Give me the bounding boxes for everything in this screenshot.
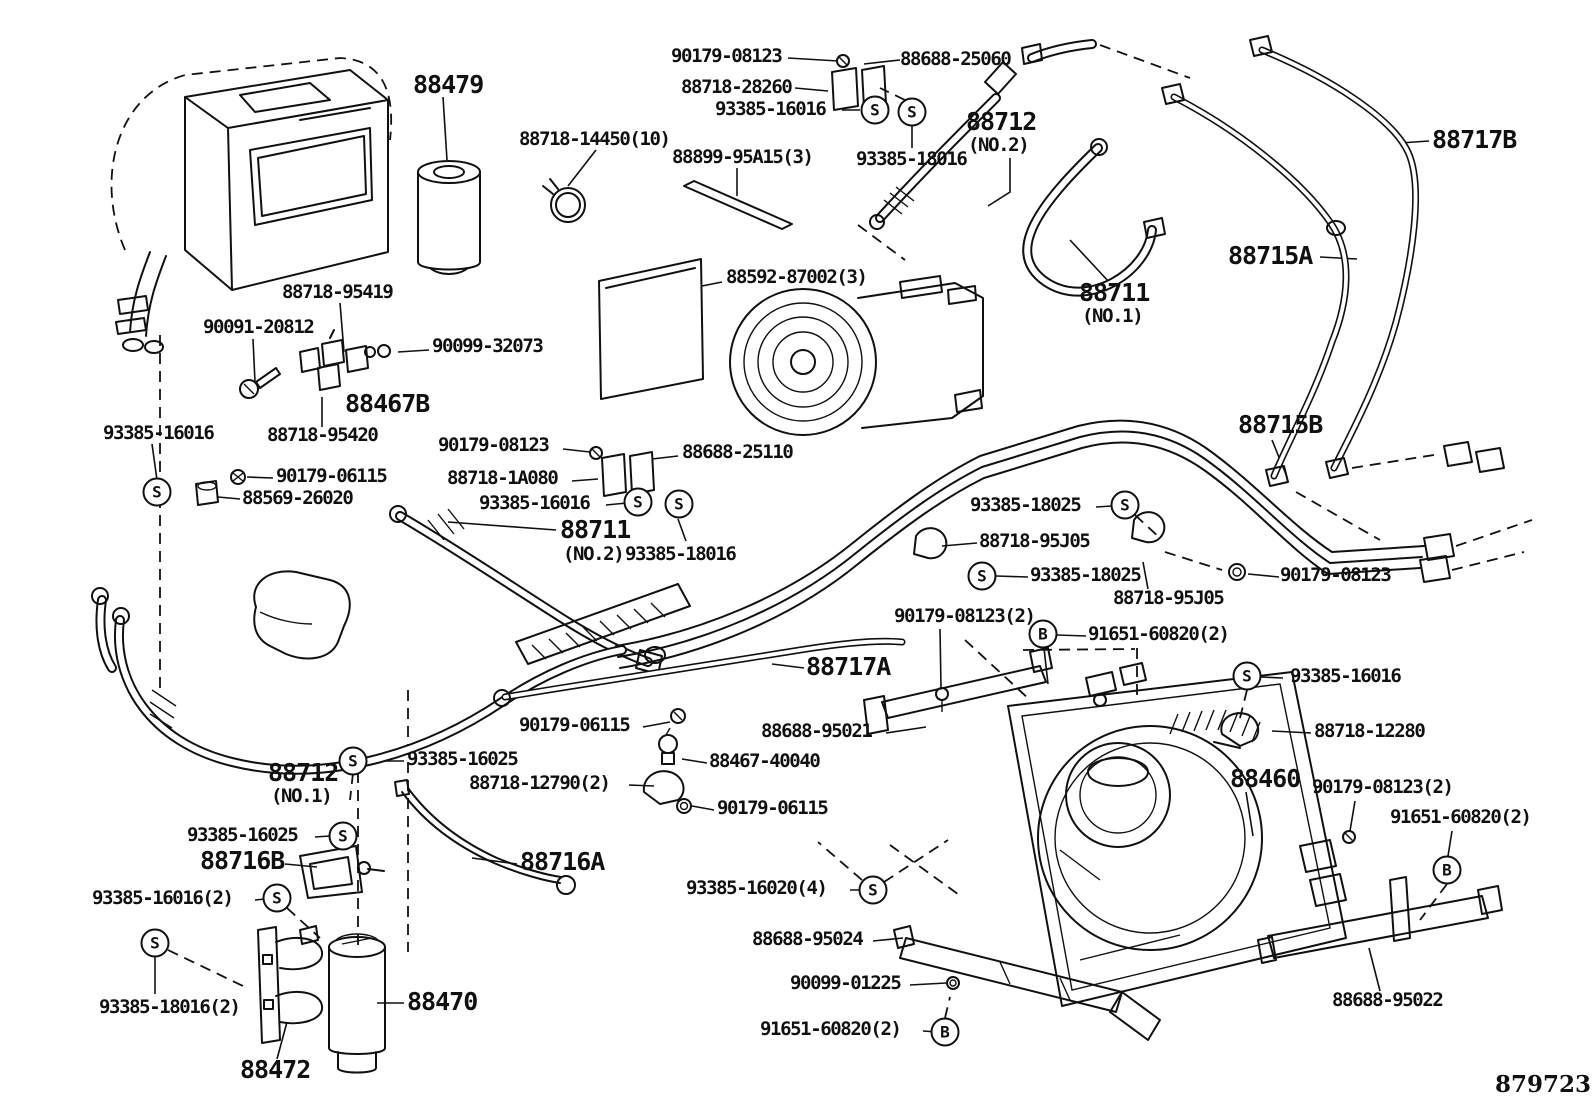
bracket-88688-95021-art — [863, 647, 1053, 735]
small-fasteners-art — [195, 54, 1356, 990]
dashed-reference-lines — [159, 44, 1533, 1019]
bracket-88472-art — [257, 925, 324, 1044]
pipe-88717a-art — [493, 637, 906, 707]
pipe-88717b-art — [1249, 35, 1420, 479]
leader-lines — [151, 57, 1453, 1060]
packing-strip-art — [683, 180, 793, 230]
hose-clamp-art — [542, 178, 586, 223]
drier-88470-art — [328, 933, 386, 1074]
compressor-art — [729, 275, 984, 436]
evaporator-unit-art — [110, 57, 393, 354]
receiver-drier-art — [417, 160, 481, 275]
bracket-88716b-art — [299, 845, 385, 899]
cooler-unit-88460-art — [1007, 662, 1347, 1007]
compressor-gasket-art — [598, 258, 704, 400]
spiral-protector-88714-10040-art — [515, 583, 691, 665]
bracket-88688-95024-art — [893, 925, 1161, 1041]
pipe-bundle-88715b-art — [615, 419, 1505, 669]
pipe-88715a-art — [1161, 83, 1350, 487]
suction-hose-88711-no1-art — [1022, 138, 1166, 297]
foam-pad-88714-30290-art — [253, 570, 351, 660]
discharge-hose-88712-no2-art — [869, 39, 1097, 230]
hose-88714-art — [91, 587, 627, 775]
bracket-88688-95022-art — [1257, 876, 1503, 964]
tube-88716a-art — [394, 779, 576, 895]
